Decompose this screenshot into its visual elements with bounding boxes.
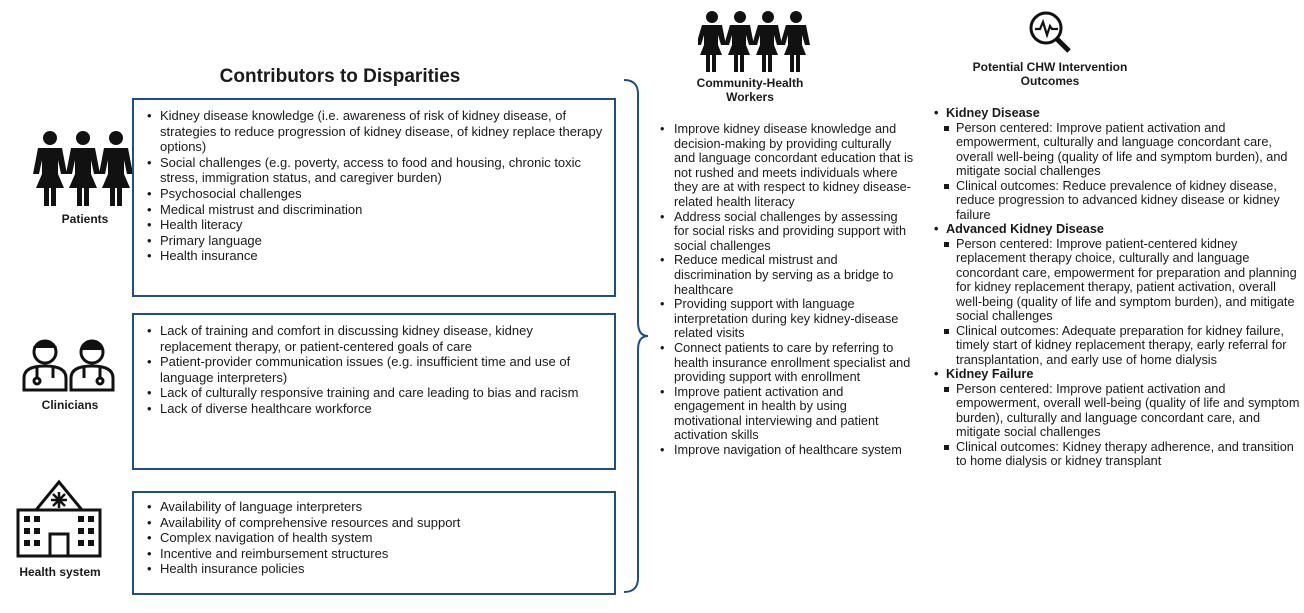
list-item: Clinical outcomes: Reduce prevalence of … <box>932 179 1302 223</box>
health-system-box: Availability of language interpreters Av… <box>132 491 616 595</box>
list-item: Health insurance policies <box>144 561 604 577</box>
list-item: Reduce medical mistrust and discriminati… <box>656 253 914 297</box>
list-item: Lack of culturally responsive training a… <box>144 385 604 401</box>
list-item: Primary language <box>144 233 604 249</box>
list-item: Health insurance <box>144 248 604 264</box>
clinicians-icon <box>20 334 120 392</box>
health-system-list: Availability of language interpreters Av… <box>144 499 604 577</box>
list-item: Clinical outcomes: Adequate preparation … <box>932 324 1302 368</box>
patients-icon <box>28 128 138 208</box>
outcome-category: Advanced Kidney Disease Person centered:… <box>932 222 1302 367</box>
patients-box: Kidney disease knowledge (i.e. awareness… <box>132 98 616 297</box>
chw-list: Improve kidney disease knowledge and dec… <box>656 122 914 458</box>
list-item: Patient-provider communication issues (e… <box>144 354 604 385</box>
community-health-workers-icon <box>696 10 810 72</box>
list-item: Availability of comprehensive resources … <box>144 515 604 531</box>
outcomes-header: Potential CHW Intervention Outcomes <box>972 60 1128 88</box>
list-item: Improve patient activation and engagemen… <box>656 385 914 443</box>
contributors-title: Contributors to Disparities <box>219 66 461 87</box>
hospital-icon <box>14 476 104 560</box>
list-item: Connect patients to care by referring to… <box>656 341 914 385</box>
outcomes-list: Kidney Disease Person centered: Improve … <box>932 106 1302 469</box>
clinicians-list: Lack of training and comfort in discussi… <box>144 323 604 417</box>
category-title: Advanced Kidney Disease <box>932 222 1302 237</box>
magnifier-heartbeat-icon <box>1026 8 1074 56</box>
list-item: Lack of training and comfort in discussi… <box>144 323 604 354</box>
patients-label: Patients <box>61 212 109 226</box>
list-item: Address social challenges by assessing f… <box>656 210 914 254</box>
list-item: Improve navigation of healthcare system <box>656 443 914 458</box>
list-item: Psychosocial challenges <box>144 186 604 202</box>
list-item: Person centered: Improve patient activat… <box>932 121 1302 179</box>
outcome-category: Kidney Failure Person centered: Improve … <box>932 367 1302 469</box>
list-item: Clinical outcomes: Kidney therapy adhere… <box>932 440 1302 469</box>
list-item: Lack of diverse healthcare workforce <box>144 401 604 417</box>
clinicians-label: Clinicians <box>41 398 99 412</box>
clinicians-box: Lack of training and comfort in discussi… <box>132 313 616 470</box>
list-item: Person centered: Improve patient-centere… <box>932 237 1302 324</box>
health-system-label: Health system <box>19 565 101 579</box>
patients-list: Kidney disease knowledge (i.e. awareness… <box>144 108 604 264</box>
list-item: Social challenges (e.g. poverty, access … <box>144 155 604 186</box>
list-item: Health literacy <box>144 217 604 233</box>
chw-header: Community-Health Workers <box>696 76 804 104</box>
list-item: Person centered: Improve patient activat… <box>932 382 1302 440</box>
category-title: Kidney Disease <box>932 106 1302 121</box>
list-item: Kidney disease knowledge (i.e. awareness… <box>144 108 604 155</box>
list-item: Medical mistrust and discrimination <box>144 202 604 218</box>
list-item: Providing support with language interpre… <box>656 297 914 341</box>
outcome-category: Kidney Disease Person centered: Improve … <box>932 106 1302 222</box>
list-item: Improve kidney disease knowledge and dec… <box>656 122 914 210</box>
list-item: Complex navigation of health system <box>144 530 604 546</box>
curly-brace <box>622 78 650 608</box>
list-item: Availability of language interpreters <box>144 499 604 515</box>
list-item: Incentive and reimbursement structures <box>144 546 604 562</box>
category-title: Kidney Failure <box>932 367 1302 382</box>
